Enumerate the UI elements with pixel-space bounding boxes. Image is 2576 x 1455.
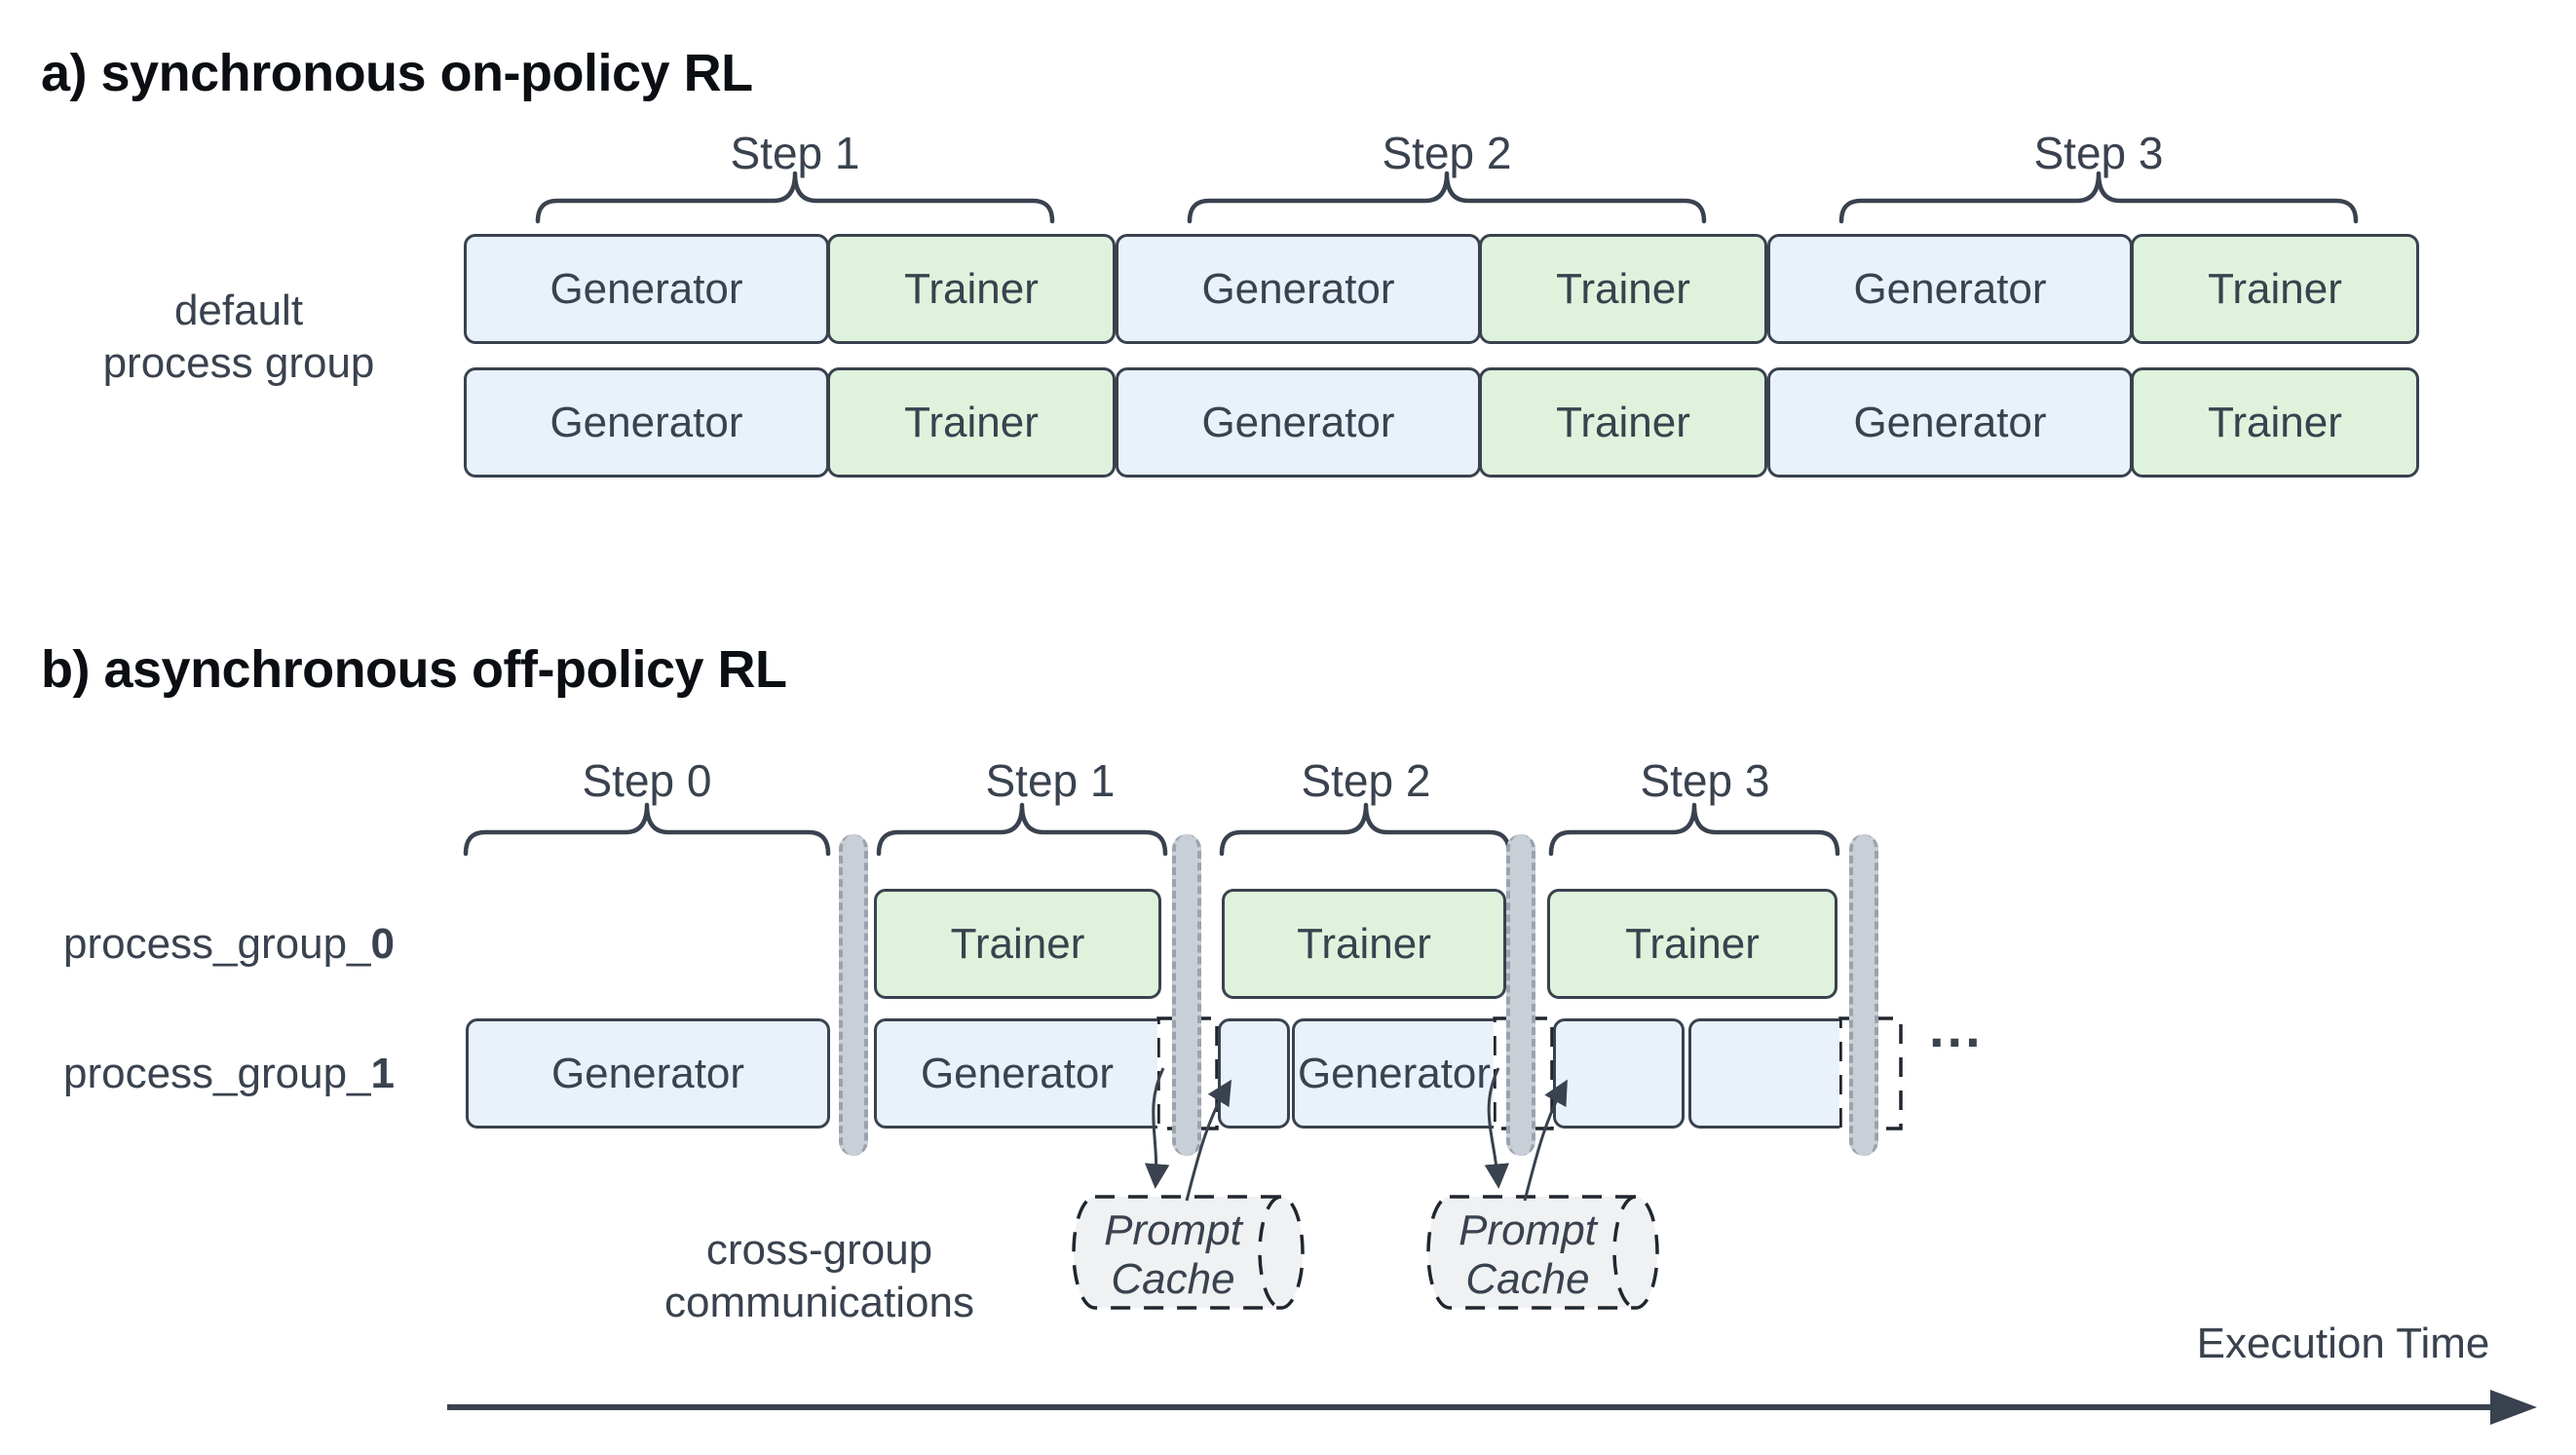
cross-group-label-line1: cross-group bbox=[705, 1226, 933, 1274]
brace-a-step2 bbox=[1187, 171, 1707, 224]
process-group-0-index: 0 bbox=[370, 920, 395, 968]
brace-b-step2 bbox=[1219, 802, 1512, 857]
box-trainer-a-s1-r2: Trainer bbox=[827, 367, 1116, 478]
box-generator-a-s3-r1: Generator bbox=[1767, 234, 2133, 344]
box-generator-a-s1-r1: Generator bbox=[464, 234, 829, 344]
box-generator-a-s1-r2: Generator bbox=[464, 367, 829, 478]
box-trainer-b-s2: Trainer bbox=[1222, 889, 1506, 999]
brace-b-step1 bbox=[876, 802, 1168, 857]
box-generator-a-s3-r2: Generator bbox=[1767, 367, 2133, 478]
continuation-ellipsis: ... bbox=[1929, 997, 1984, 1058]
step-label-b-0: Step 0 bbox=[582, 755, 712, 806]
brace-b-step3 bbox=[1548, 802, 1840, 857]
default-process-group-line1: default bbox=[173, 287, 304, 334]
box-trainer-b-s1: Trainer bbox=[874, 889, 1161, 999]
box-generation-continuation-2 bbox=[1553, 1018, 1685, 1129]
cross-group-bar-3 bbox=[1849, 834, 1878, 1156]
brace-a-step1 bbox=[535, 171, 1055, 224]
process-group-1-index: 1 bbox=[370, 1050, 395, 1097]
box-trainer-b-s3: Trainer bbox=[1547, 889, 1837, 999]
default-process-group-label: default process group bbox=[83, 285, 395, 390]
process-group-0-prefix: process_group_ bbox=[62, 920, 371, 968]
box-trainer-a-s1-r1: Trainer bbox=[827, 234, 1116, 344]
step-label-a-3: Step 3 bbox=[2033, 128, 2164, 178]
cross-group-bar-0 bbox=[839, 834, 868, 1156]
cross-group-bar-1 bbox=[1172, 834, 1201, 1156]
prompt-cache-1-label: Prompt Cache bbox=[1076, 1206, 1270, 1304]
brace-b-step0 bbox=[463, 802, 831, 857]
prompt-cache-2-line1: Prompt bbox=[1458, 1206, 1597, 1254]
execution-time-arrowhead bbox=[2490, 1390, 2537, 1425]
prompt-cache-1-line2: Cache bbox=[1111, 1255, 1235, 1303]
section-b-title: b) asynchronous off-policy RL bbox=[41, 640, 787, 699]
process-group-0-label: process_group_0 bbox=[58, 918, 395, 971]
step-label-b-1: Step 1 bbox=[985, 755, 1116, 806]
process-group-1-label: process_group_1 bbox=[58, 1048, 395, 1100]
step-label-a-1: Step 1 bbox=[730, 128, 860, 178]
box-generation-continuation-1 bbox=[1218, 1018, 1290, 1129]
prompt-cache-2-line2: Cache bbox=[1465, 1255, 1590, 1303]
box-trainer-a-s3-r1: Trainer bbox=[2131, 234, 2419, 344]
prompt-cache-2-label: Prompt Cache bbox=[1430, 1206, 1625, 1304]
step-label-b-3: Step 3 bbox=[1640, 755, 1770, 806]
box-generator-a-s2-r1: Generator bbox=[1116, 234, 1481, 344]
box-trainer-a-s2-r1: Trainer bbox=[1479, 234, 1767, 344]
box-trainer-a-s3-r2: Trainer bbox=[2131, 367, 2419, 478]
cross-group-communications-label: cross-group communications bbox=[634, 1224, 1004, 1329]
cross-group-bar-2 bbox=[1506, 834, 1535, 1156]
section-a-title: a) synchronous on-policy RL bbox=[41, 44, 753, 102]
default-process-group-line2: process group bbox=[102, 339, 375, 387]
step-label-a-2: Step 2 bbox=[1382, 128, 1512, 178]
box-generator-b-s0: Generator bbox=[466, 1018, 830, 1129]
cross-group-label-line2: communications bbox=[664, 1279, 974, 1326]
box-generator-b-s1: Generator bbox=[874, 1018, 1157, 1129]
box-generator-a-s2-r2: Generator bbox=[1116, 367, 1481, 478]
box-trainer-a-s2-r2: Trainer bbox=[1479, 367, 1767, 478]
process-group-1-prefix: process_group_ bbox=[62, 1050, 371, 1097]
box-generator-b-s2: Generator bbox=[1292, 1018, 1494, 1129]
brace-a-step3 bbox=[1838, 171, 2359, 224]
execution-time-label: Execution Time bbox=[2196, 1320, 2490, 1367]
prompt-cache-1-line1: Prompt bbox=[1104, 1206, 1242, 1254]
box-generator-b-s3 bbox=[1688, 1018, 1839, 1129]
step-label-b-2: Step 2 bbox=[1301, 755, 1431, 806]
